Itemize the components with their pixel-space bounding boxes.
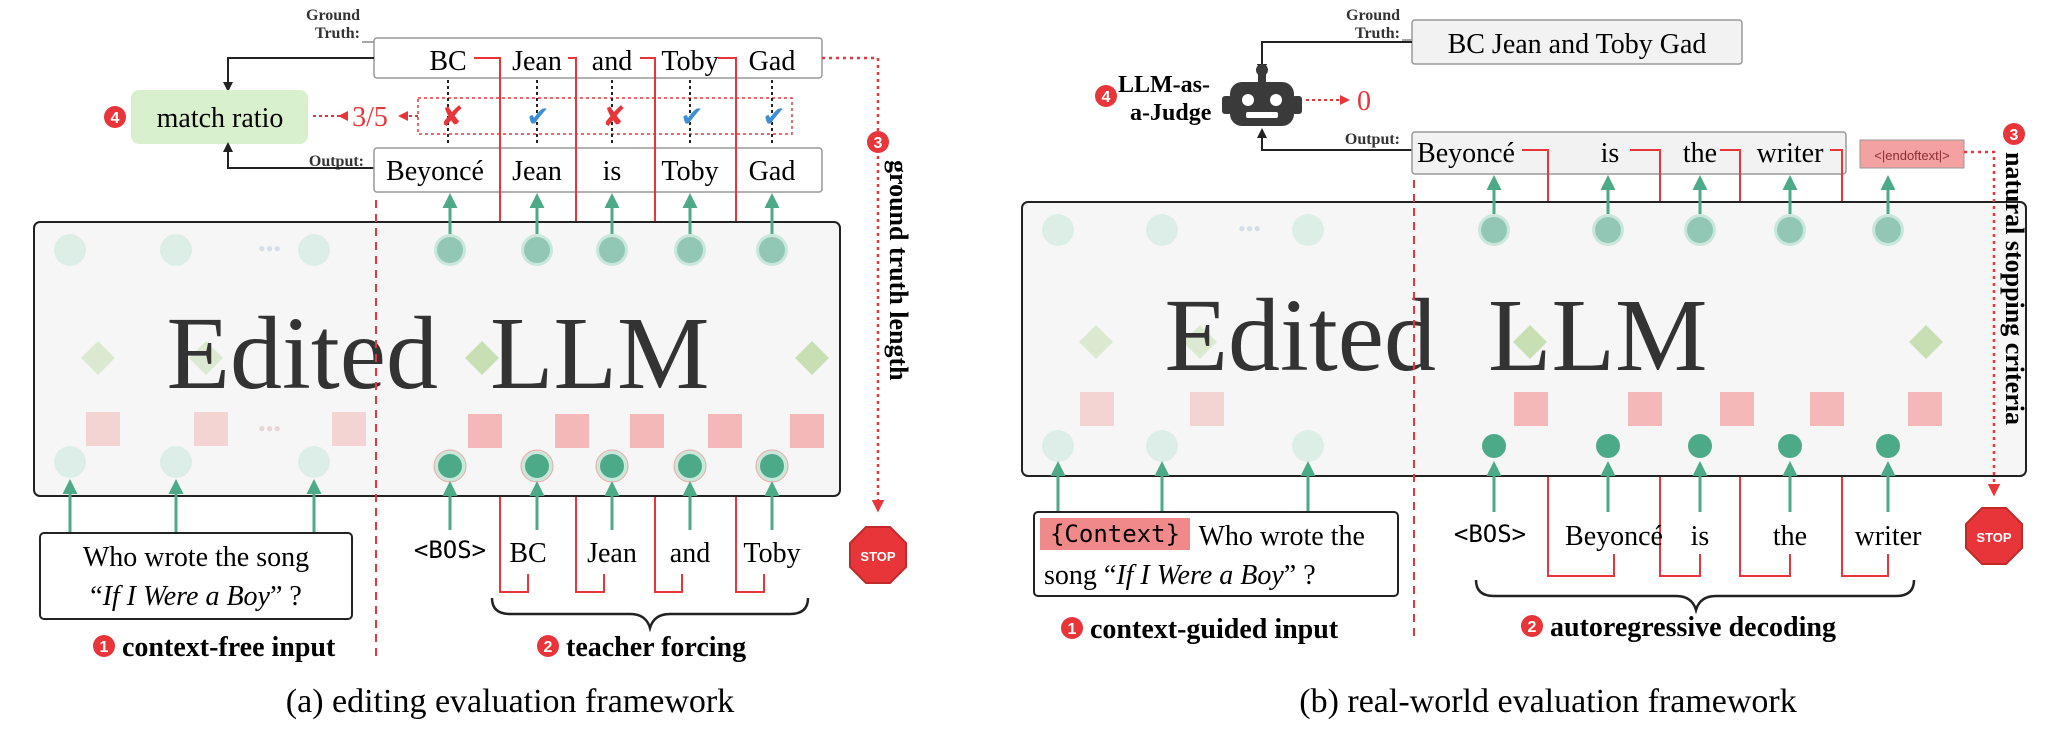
out-token-a: Toby <box>661 156 718 187</box>
match-ratio-box <box>131 90 308 144</box>
judge-score: 0 <box>1357 86 1371 117</box>
step2-label-a: teacher forcing <box>566 632 746 663</box>
input-token-a: Toby <box>743 538 800 569</box>
input-token-a: Jean <box>587 538 637 569</box>
input-token-b: the <box>1773 521 1807 552</box>
step2-label-b: autoregressive decoding <box>1550 612 1836 643</box>
judge-label-2: a-Judge <box>1130 100 1212 126</box>
out-token-a: Beyoncé <box>386 156 484 187</box>
step1-badge-b: 1 <box>1068 621 1077 638</box>
gt-token-a: Toby <box>661 46 718 77</box>
step2-badge-a: 2 <box>544 639 553 656</box>
question-box-a <box>39 532 353 620</box>
llm-columns-a <box>433 193 829 483</box>
gt-token-a: Gad <box>749 46 796 77</box>
cross-icon: ✘ <box>602 100 625 133</box>
out-token-a: is <box>603 156 622 187</box>
question-line2-a: “If I Were a Boy” ? <box>90 581 302 612</box>
step1-badge-a: 1 <box>100 639 109 656</box>
robot-icon <box>1222 64 1302 126</box>
cross-icon: ✘ <box>440 100 463 133</box>
judge-label-1: LLM-as- <box>1118 72 1210 98</box>
out-token-b: is <box>1601 138 1620 169</box>
output-label-b: Output: <box>1345 131 1400 148</box>
gt-text-b: BC Jean and Toby Gad <box>1448 29 1707 60</box>
gt-token-a: BC <box>429 46 466 77</box>
stop-text-b: STOP <box>1976 530 2011 545</box>
match-ratio-label: match ratio <box>157 103 284 134</box>
out-token-b: Beyoncé <box>1417 138 1515 169</box>
step3-badge-a: 3 <box>874 135 883 152</box>
match-ratio-value: 3/5 <box>352 102 388 133</box>
ellipsis-icon: ••• <box>1238 216 1261 241</box>
eot-token: <|endoftext|> <box>1874 148 1949 163</box>
eot-token-box <box>1859 139 1965 169</box>
output-box-b <box>1411 131 1847 175</box>
brace-b <box>1474 579 1916 615</box>
context-tag: {Context} <box>1050 520 1180 548</box>
stop-text-a: STOP <box>860 549 895 564</box>
input-token-b: is <box>1691 521 1710 552</box>
stop-sign-icon-b <box>1965 507 2023 565</box>
check-icon: ✔ <box>526 100 549 133</box>
output-label-a: Output: <box>309 153 364 170</box>
panel-a: Ground Truth: BC Jean and Toby Gad ✘ ✔ ✘… <box>33 7 913 720</box>
out-token-a: Jean <box>512 156 562 187</box>
gt-token-a: Jean <box>512 46 562 77</box>
input-token-b: writer <box>1855 521 1923 552</box>
step3-label-b: natural stopping criteria <box>2000 152 2029 425</box>
gt-label-b-2: Truth: <box>1355 25 1400 42</box>
edited-llm-title-b: Edited LLM <box>1164 278 1707 393</box>
step1-label-b: context-guided input <box>1090 614 1339 645</box>
edited-llm-title-a: Edited LLM <box>166 296 709 411</box>
panel-b: Ground Truth: BC Jean and Toby Gad LLM-a… <box>1021 7 2029 720</box>
check-icon: ✔ <box>680 100 703 133</box>
step2-badge-b: 2 <box>1528 619 1537 636</box>
input-token-b: Beyoncé <box>1565 521 1663 552</box>
output-box-a <box>373 147 823 193</box>
bos-token-b: <BOS> <box>1454 520 1526 548</box>
step4-badge-a: 4 <box>111 110 120 127</box>
out-token-b: the <box>1683 138 1717 169</box>
brace-a <box>490 597 810 633</box>
gt-token-a: and <box>592 46 632 77</box>
step4-badge-b: 4 <box>1102 89 1111 106</box>
context-tag-box <box>1040 518 1190 550</box>
step1-label-a: context-free input <box>122 632 336 663</box>
gt-label-b-1: Ground <box>1346 7 1400 24</box>
out-token-a: Gad <box>749 156 796 187</box>
step3-badge-b: 3 <box>2010 127 2019 144</box>
caption-a: (a) editing evaluation framework <box>286 683 734 720</box>
check-icon: ✔ <box>762 100 785 133</box>
question-line1-a: Who wrote the song <box>83 542 309 573</box>
gt-label-a-2: Truth: <box>315 25 360 42</box>
bos-token-a: <BOS> <box>414 536 486 564</box>
out-token-b: writer <box>1757 138 1825 169</box>
question-line1-b: Who wrote the <box>1192 521 1365 552</box>
stop-sign-icon-a <box>849 526 907 584</box>
gt-label-a-1: Ground <box>306 7 360 24</box>
input-token-a: and <box>670 538 710 569</box>
input-token-a: BC <box>509 538 546 569</box>
caption-b: (b) real-world evaluation framework <box>1299 683 1797 720</box>
llm-columns-b <box>1478 175 1943 458</box>
question-line2-b: song “If I Were a Boy” ? <box>1044 560 1316 591</box>
ellipsis-icon: ••• <box>258 236 281 261</box>
step3-label-a: ground truth length <box>884 160 913 381</box>
ellipsis-icon: ••• <box>258 416 281 441</box>
match-marks-a: ✘ ✔ ✘ ✔ ✔ <box>440 100 785 133</box>
